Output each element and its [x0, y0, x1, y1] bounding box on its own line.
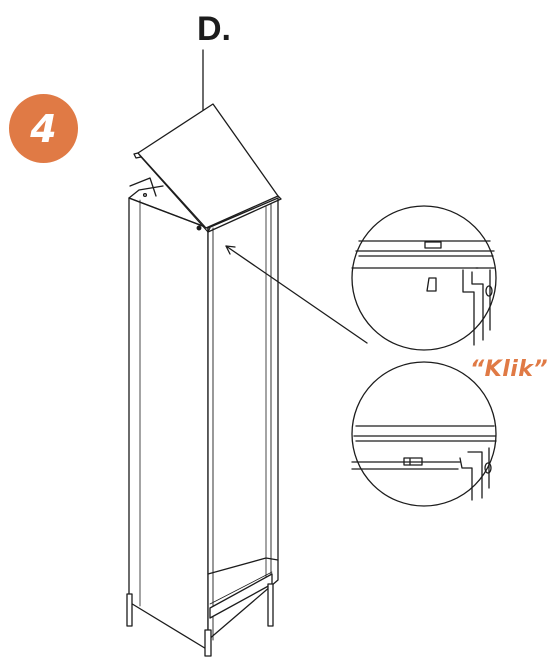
- direction-arrow: [225, 245, 368, 344]
- detail-view-before: [351, 205, 497, 351]
- step-number-badge: 4: [9, 94, 78, 163]
- detail-view-after: [351, 361, 497, 507]
- cabinet-body: [126, 185, 279, 657]
- part-label: D.: [197, 10, 231, 48]
- click-sound-label: “Klik”: [470, 357, 549, 382]
- step-number: 4: [30, 106, 57, 151]
- lid-panel: [129, 103, 282, 233]
